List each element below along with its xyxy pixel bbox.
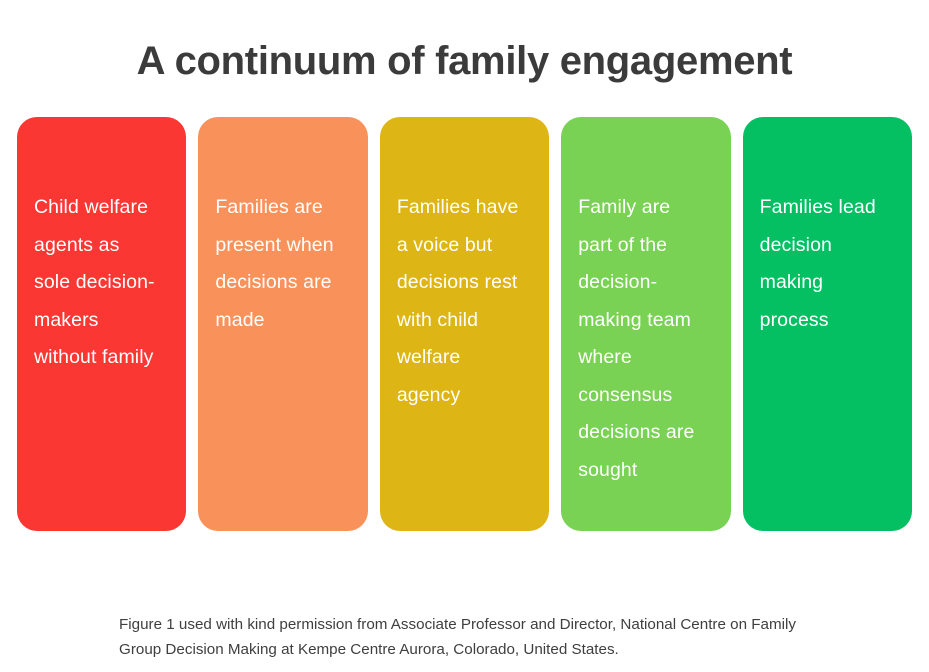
band-1-agency-led: Child welfare agents as sole decision- m…	[17, 117, 187, 531]
figure-caption-line-2: Group Decision Making at Kempe Centre Au…	[119, 641, 619, 658]
band-3-line-4: with child	[396, 308, 479, 331]
band-3-families-voice: Families have a voice but decisions rest…	[379, 117, 550, 531]
band-2-families-present: Families are present when decisions are …	[198, 117, 368, 531]
band-4-line-1: Family are	[578, 196, 671, 218]
band-1-line-4: makers	[34, 308, 99, 331]
band-4-label: Family are part of the decision- making …	[578, 189, 722, 489]
band-1-label: Child welfare agents as sole decision- m…	[34, 189, 178, 377]
band-4-line-3: decision-	[578, 271, 658, 293]
band-3-line-1: Families have	[396, 196, 519, 218]
band-5-label: Families lead decision making process	[760, 189, 904, 339]
band-1-line-2: agents as	[34, 233, 120, 256]
band-4-line-7: decisions are	[578, 421, 695, 443]
band-2-line-4: made	[215, 308, 265, 331]
band-5-line-2: decision	[759, 233, 832, 256]
band-4-line-6: consensus	[578, 383, 673, 406]
continuum-bands: Child welfare agents as sole decision- m…	[17, 117, 913, 531]
band-2-line-1: Families are	[215, 196, 323, 218]
band-4-line-4: making team	[578, 308, 691, 331]
band-2-label: Families are present when decisions are …	[215, 189, 359, 339]
band-3-line-3: decisions rest	[396, 271, 518, 293]
page-title: A continuum of family engagement	[136, 38, 793, 83]
band-5-line-4: process	[759, 308, 829, 331]
figure-caption: Figure 1 used with kind permission from …	[119, 612, 879, 662]
band-4-line-2: part of the	[578, 233, 668, 256]
band-3-line-2: a voice but	[396, 233, 493, 256]
band-4-line-5: where	[578, 346, 632, 368]
band-5-line-1: Families lead	[759, 196, 876, 218]
band-4-shared-decision: Family are part of the decision- making …	[561, 117, 731, 531]
band-1-line-5: without family	[34, 346, 154, 368]
band-2-line-3: decisions are	[215, 271, 332, 293]
band-3-line-6: agency	[396, 383, 461, 406]
band-2-line-2: present when	[215, 233, 334, 256]
band-3-line-5: welfare	[396, 346, 461, 368]
band-1-line-3: sole decision-	[34, 271, 155, 293]
band-5-line-3: making	[759, 271, 824, 293]
band-1-line-1: Child welfare	[34, 196, 149, 218]
band-3-label: Families have a voice but decisions rest…	[397, 189, 541, 414]
band-5-family-led: Families lead decision making process	[742, 117, 913, 531]
band-4-line-8: sought	[578, 458, 638, 481]
figure-caption-line-1: Figure 1 used with kind permission from …	[119, 616, 796, 633]
